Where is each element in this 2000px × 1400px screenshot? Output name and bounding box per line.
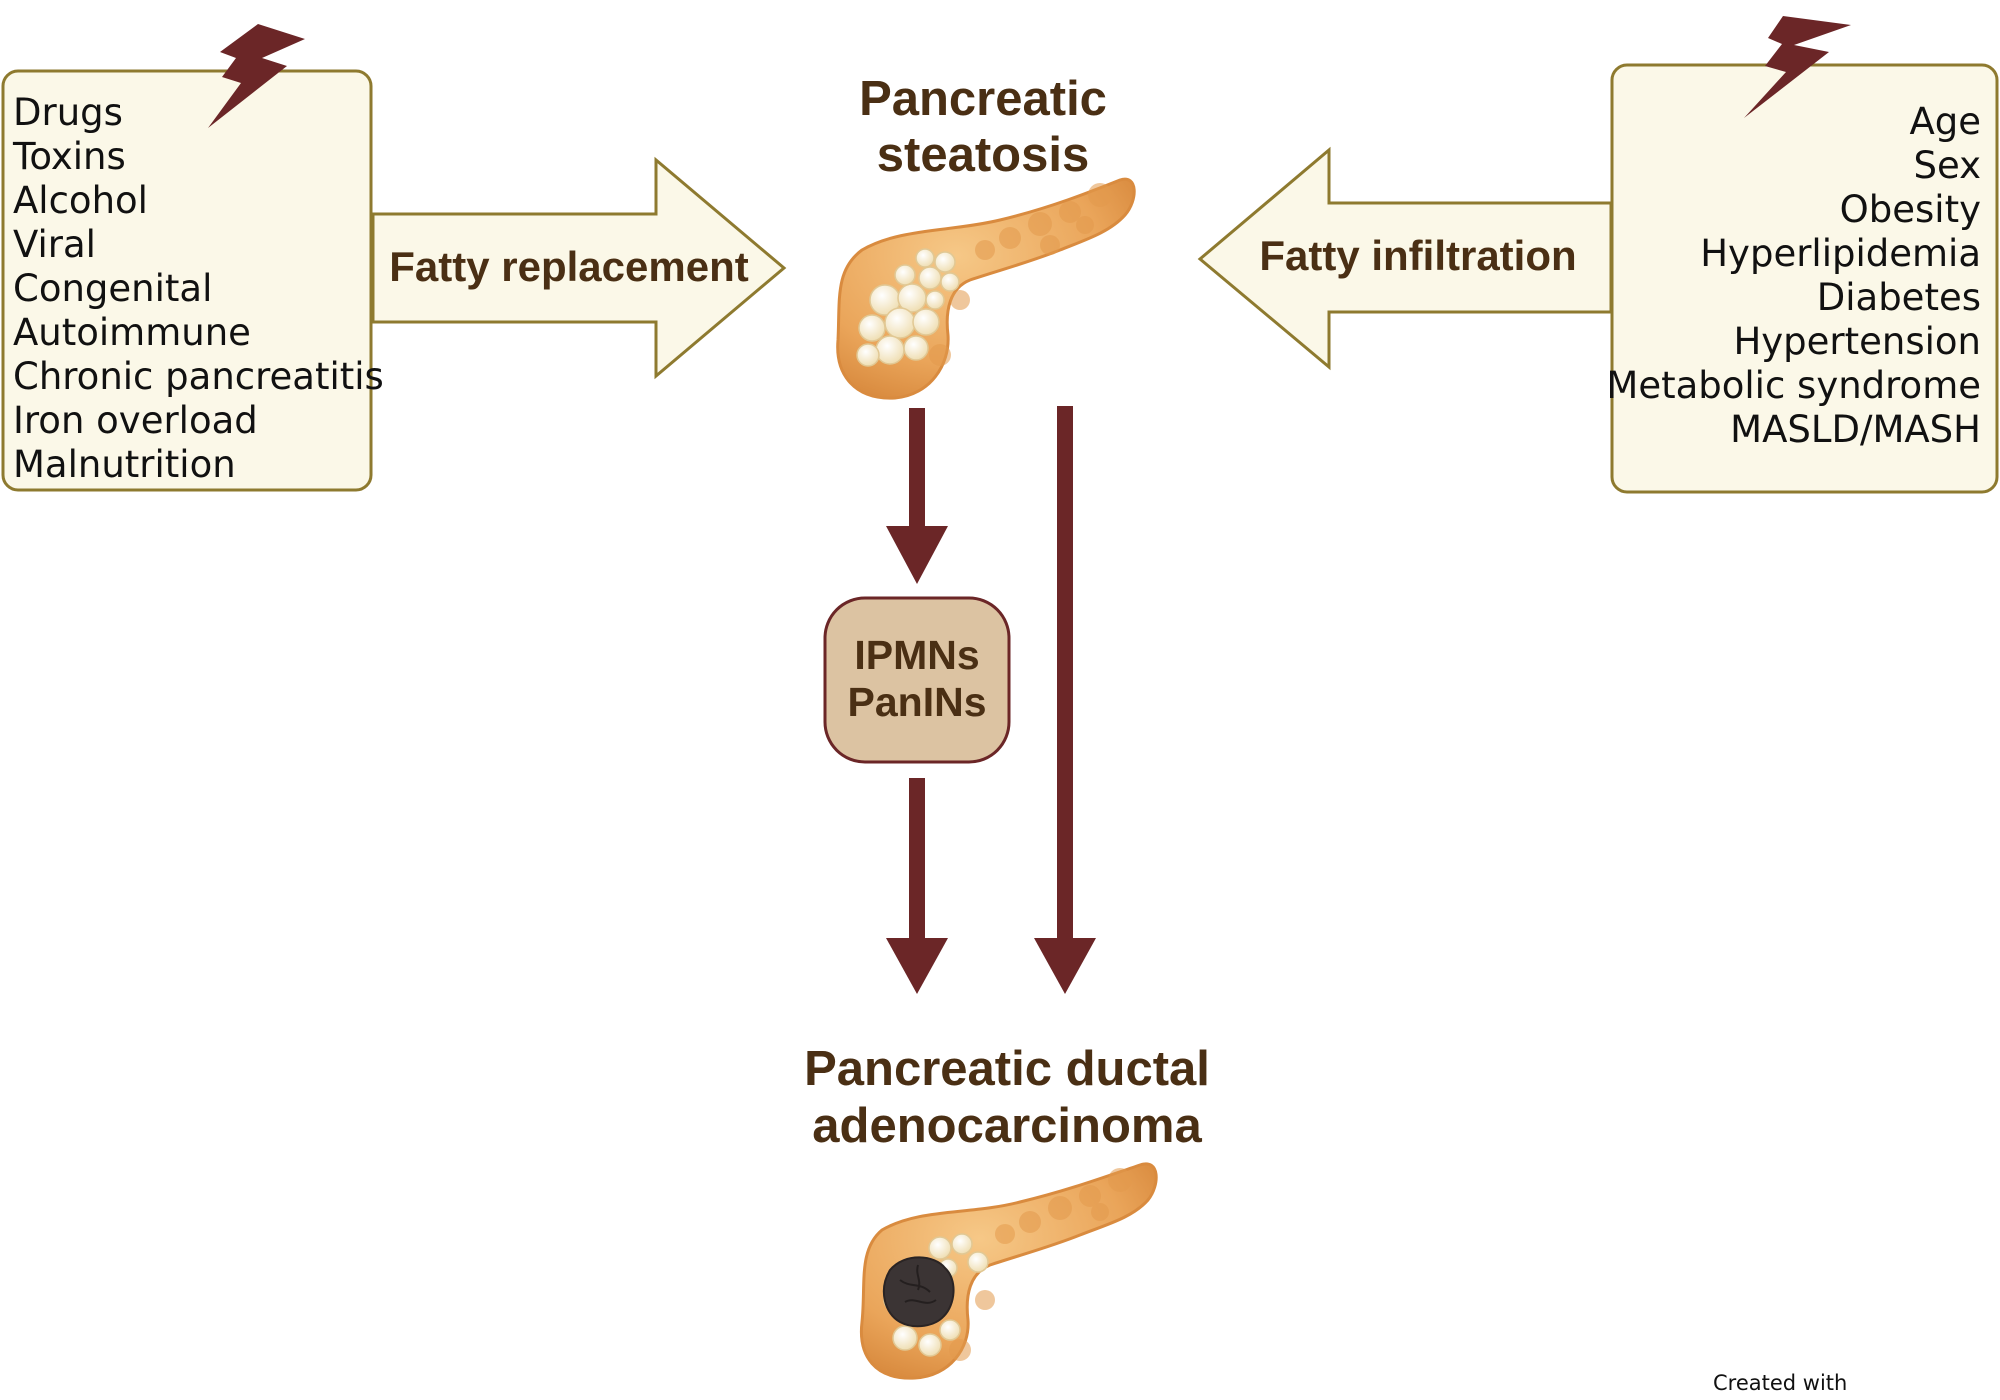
left-factor-box: Drugs Toxins Alcohol Viral Congenital Au… <box>1 69 384 492</box>
ipmns-label: IPMNs <box>854 632 979 678</box>
arrow-lesions-to-pdac <box>886 778 948 994</box>
fatty-infiltration-label: Fatty infiltration <box>1259 232 1576 279</box>
arrow-steatosis-to-lesions <box>886 408 948 584</box>
left-factor-item: Toxins <box>12 135 126 178</box>
precursor-lesions-box: IPMNs PanINs <box>823 596 1011 764</box>
left-factor-item: Malnutrition <box>13 443 236 486</box>
fatty-replacement-arrow: Fatty replacement <box>371 156 787 380</box>
pdac-title-line1: Pancreatic ductal <box>804 1042 1210 1096</box>
fatty-replacement-label: Fatty replacement <box>389 243 748 290</box>
right-factor-item: MASLD/MASH <box>1730 408 1981 451</box>
right-factor-box: Age Sex Obesity Hyperlipidemia Diabetes … <box>1606 63 1999 494</box>
right-factor-item: Hyperlipidemia <box>1700 232 1981 275</box>
left-factor-item: Viral <box>13 223 96 266</box>
left-factor-item: Congenital <box>13 267 212 310</box>
fatty-pancreas-icon <box>836 177 1136 400</box>
fatty-infiltration-arrow: Fatty infiltration <box>1197 146 1613 371</box>
right-factor-item: Age <box>1909 100 1981 143</box>
arrow-steatosis-to-pdac <box>1034 406 1096 994</box>
tumor-mass <box>882 1256 955 1328</box>
right-factor-item: Metabolic syndrome <box>1606 364 1981 407</box>
left-factor-item: Alcohol <box>13 179 148 222</box>
lightning-bolt-icon <box>1744 16 1851 118</box>
left-factor-item: Autoimmune <box>13 311 251 354</box>
left-factor-item: Iron overload <box>13 399 258 442</box>
right-factor-item: Obesity <box>1840 188 1981 231</box>
lightning-bolt-icon <box>208 24 305 128</box>
right-factor-item: Diabetes <box>1817 276 1981 319</box>
created-with-credit: Created with <box>1713 1371 1847 1395</box>
right-factor-item: Sex <box>1914 144 1982 187</box>
left-factor-item: Drugs <box>13 91 123 134</box>
left-factor-item: Chronic pancreatitis <box>13 355 384 398</box>
right-factor-item: Hypertension <box>1733 320 1981 363</box>
steatosis-title-line1: Pancreatic <box>859 72 1107 126</box>
steatosis-title-line2: steatosis <box>877 128 1089 182</box>
pdac-title-line2: adenocarcinoma <box>812 1099 1202 1153</box>
pancreas-with-tumor-icon <box>859 1162 1158 1380</box>
panins-label: PanINs <box>848 679 987 725</box>
